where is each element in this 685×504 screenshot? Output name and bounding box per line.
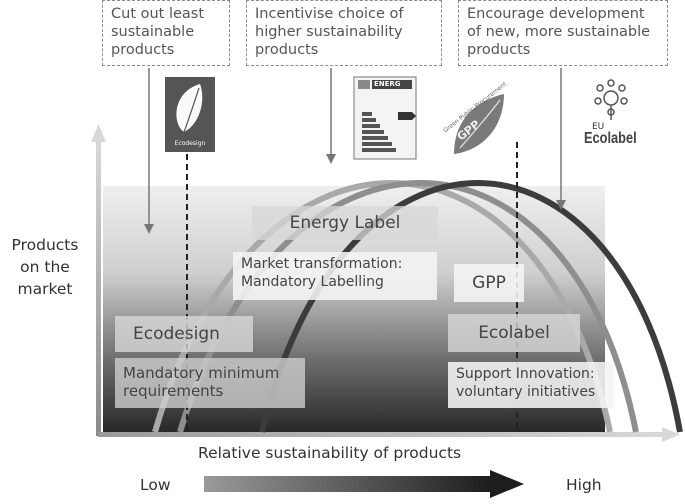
energy-label-box: Energy Label [252, 206, 438, 240]
curve-2 [177, 180, 639, 433]
energy-label-text: Energy Label [289, 213, 401, 233]
ecodesign-box: Ecodesign [115, 316, 253, 352]
callout-incentivise: Incentivise choice of higher sustainabil… [246, 0, 442, 66]
gpp-box: GPP [454, 264, 524, 302]
support-innovation-text: Support Innovation: voluntary initiative… [456, 366, 596, 400]
arrow-right-icon [204, 470, 524, 498]
market-transformation-box: Market transformation: Mandatory Labelli… [233, 252, 437, 300]
curve-3 [259, 180, 683, 433]
ecolabel-eu-text: EU [592, 122, 605, 132]
gpp-leaf-icon [454, 94, 504, 154]
ecodesign-text: Ecodesign [133, 324, 220, 344]
market-transformation-text: Market transformation: Mandatory Labelli… [241, 256, 403, 290]
ecolabel-flower-icon [594, 79, 628, 120]
energy-label-icon [353, 76, 417, 160]
x-axis-label: Relative sustainability of products [198, 444, 462, 462]
mandatory-minimum-box: Mandatory minimum requirements [115, 358, 305, 408]
y-axis-label: Products on the market [11, 236, 79, 298]
callout-cut-out: Cut out least sustainable products [102, 0, 230, 66]
pointer-arrow-right [556, 68, 566, 210]
x-axis-arrowhead [662, 427, 680, 442]
ecolabel-text: Ecolabel [478, 323, 550, 343]
callout-cut-out-text: Cut out least sustainable products [111, 6, 205, 58]
energy-logo-text: ENERG [374, 80, 401, 88]
low-label: Low [140, 476, 171, 494]
ecolabel-logo-text: Ecolabel [584, 130, 637, 147]
gpp-text: GPP [472, 273, 506, 293]
ecodesign-logo [165, 77, 215, 152]
callout-encourage: Encourage development of new, more susta… [458, 0, 668, 66]
high-label: High [566, 476, 602, 494]
mandatory-minimum-text: Mandatory minimum requirements [123, 364, 280, 400]
x-axis [98, 432, 664, 437]
y-axis [96, 138, 101, 436]
leaf-icon [176, 84, 203, 133]
y-axis-arrowhead [91, 124, 106, 142]
pointer-arrow-middle [326, 68, 336, 164]
pointer-arrow-left [144, 68, 154, 234]
callout-incentivise-text: Incentivise choice of higher sustainabil… [255, 6, 404, 58]
ecodesign-logo-text: Ecodesign [174, 140, 206, 147]
ecolabel-box: Ecolabel [448, 314, 580, 352]
callout-encourage-text: Encourage development of new, more susta… [467, 6, 651, 58]
support-innovation-box: Support Innovation: voluntary initiative… [448, 362, 614, 408]
